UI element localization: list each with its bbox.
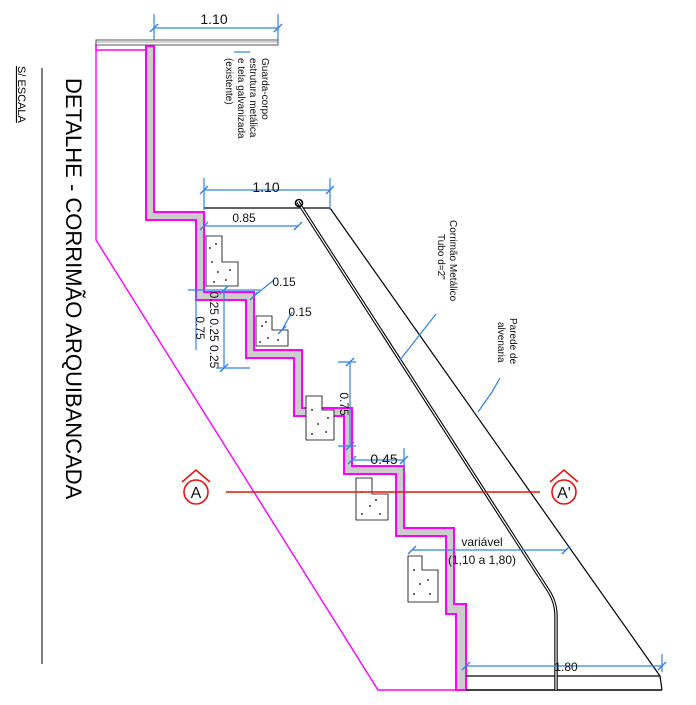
dim-bottom-width: 1.80 bbox=[461, 654, 667, 674]
section-marker-left: A bbox=[181, 468, 211, 505]
concrete-steps bbox=[205, 235, 439, 603]
dim-top-width: 1.10 bbox=[149, 11, 283, 40]
dim-tread: 0.45 bbox=[347, 448, 409, 472]
dim-landing-depth-label: 0.85 bbox=[232, 211, 256, 225]
guard-line-2: estrutura metálica bbox=[247, 58, 258, 138]
dim-step-stack: 0.25 0.25 0.25 bbox=[188, 285, 260, 373]
dim-landing-width-label: 1.10 bbox=[252, 179, 279, 195]
guard-rail bbox=[95, 39, 279, 46]
guard-annotation: Guarda-corpo estrutura metálica e tela g… bbox=[223, 58, 270, 139]
masonry-wall bbox=[204, 207, 663, 691]
page-title: DETALHE - CORRIMÃO ARQUIBANCADA bbox=[61, 78, 86, 500]
section-line: A A' bbox=[181, 468, 579, 505]
dim-riser-b: 0.15 bbox=[277, 305, 312, 335]
dim-step-stack-label: 0.25 0.25 0.25 bbox=[207, 292, 221, 369]
wall-annotation: Parede de alvenaria bbox=[495, 318, 518, 365]
dim-tread-label: 0.45 bbox=[370, 451, 397, 467]
guard-line-3: e tela galvanizada bbox=[235, 58, 246, 139]
dim-variable-label: variável bbox=[461, 535, 502, 549]
dim-left-total: 0.75 bbox=[193, 292, 207, 350]
section-marker-right: A' bbox=[549, 468, 579, 505]
dim-bottom-width-label: 1.80 bbox=[554, 660, 578, 674]
dim-landing-width: 1.10 bbox=[199, 178, 335, 210]
dim-landing-depth: 0.85 bbox=[199, 211, 303, 231]
dim-mid-total-label: 0.75 bbox=[337, 392, 351, 416]
handrail-annotation: Corrimão Metálico Tubo d=2" bbox=[435, 220, 458, 302]
dim-riser-b-label: 0.15 bbox=[288, 305, 312, 319]
guard-line-1: Guarda-corpo bbox=[259, 58, 270, 120]
handrail-line-1: Corrimão Metálico bbox=[447, 220, 458, 302]
dim-riser-a: 0.15 bbox=[249, 275, 296, 301]
metallic-handrail bbox=[294, 198, 558, 690]
concrete-stipple bbox=[209, 243, 431, 595]
section-label-left: A bbox=[191, 485, 202, 502]
dim-top-width-label: 1.10 bbox=[200, 11, 227, 27]
bleacher-outline bbox=[95, 44, 456, 691]
wall-line-1: Parede de bbox=[507, 318, 518, 365]
guard-line-4: (existente) bbox=[223, 58, 234, 105]
leader-lines bbox=[234, 51, 501, 413]
dim-riser-a-label: 0.15 bbox=[272, 275, 296, 289]
title-block: DETALHE - CORRIMÃO ARQUIBANCADA S/ ESCAL… bbox=[15, 66, 86, 664]
scale-note: S/ ESCALA bbox=[15, 66, 27, 124]
dim-variable: variável (1,10 a 1,80) bbox=[407, 535, 571, 567]
handrail-line-2: Tubo d=2" bbox=[435, 234, 446, 280]
dim-variable-range: (1,10 a 1,80) bbox=[448, 553, 516, 567]
wall-line-2: alvenaria bbox=[495, 322, 506, 363]
dim-left-total-label: 0.75 bbox=[193, 316, 207, 340]
dim-mid-total: 0.75 bbox=[337, 357, 356, 451]
section-label-right: A' bbox=[557, 485, 571, 502]
